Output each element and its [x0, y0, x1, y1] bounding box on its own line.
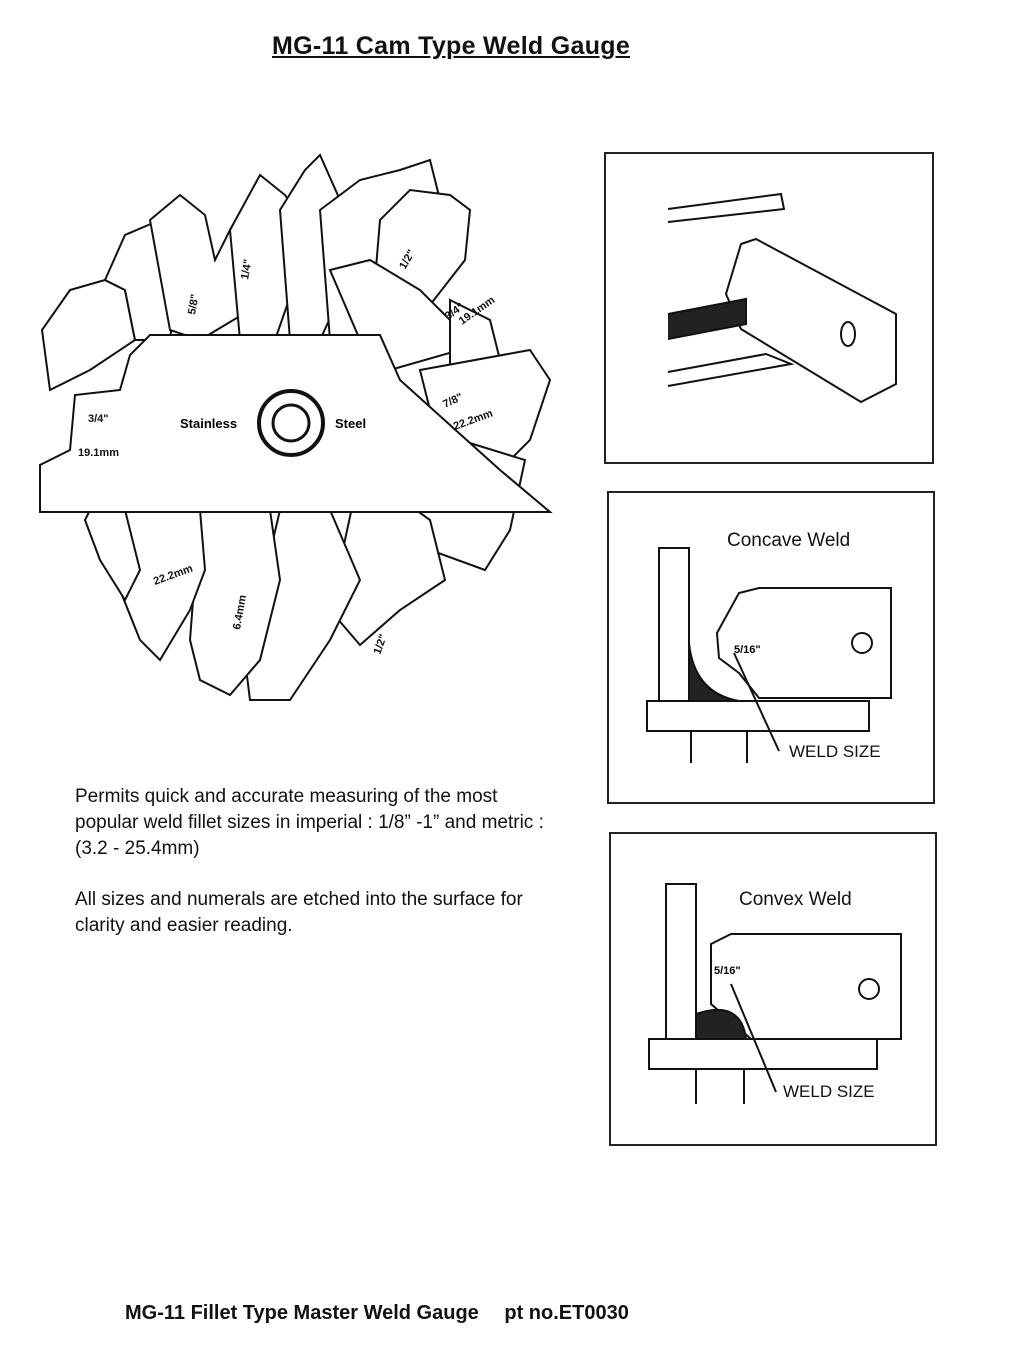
gauge-arm-hole: [840, 321, 856, 347]
concave-weld-bead: [688, 642, 740, 702]
convex-weld-title: Convex Weld: [739, 889, 852, 910]
dimension-arrow: [733, 652, 780, 752]
base-plate: [648, 1038, 878, 1070]
convex-gauge-mark: 5/16": [714, 965, 741, 977]
gauge-mark: 1/2": [372, 633, 390, 656]
gauge-mark: 5/8": [186, 293, 201, 315]
convex-weld-drawing: 5/16": [648, 883, 902, 1104]
concave-weld-title: Concave Weld: [727, 530, 851, 551]
gauge-blade: [188, 509, 282, 697]
concave-weld-panel: Concave Weld 5/16" WELD SIZE: [607, 491, 935, 804]
concave-weld-drawing: 5/16": [646, 547, 892, 763]
usage-illustration: [667, 192, 897, 404]
gauge-mark: 3/4": [88, 413, 109, 425]
gauge-arm: [724, 237, 897, 404]
cam-gauge-drawing: Stainless Steel 3/4" 19.1mm 1/2" 3/4" 19…: [39, 153, 553, 701]
footer: MG-11 Fillet Type Master Weld Gauge pt n…: [125, 1302, 629, 1325]
gauge-mark: 1/4": [239, 258, 254, 280]
description-paragraph-2: All sizes and numerals are etched into t…: [75, 887, 545, 939]
cam-gauge-illustration: Stainless Steel 3/4" 19.1mm 1/2" 3/4" 19…: [30, 140, 570, 730]
gauge-blade-hole: [851, 632, 873, 654]
convex-weld-size-label: WELD SIZE: [783, 1082, 875, 1101]
gauge-mark: 19.1mm: [78, 447, 119, 459]
concave-gauge-mark: 5/16": [734, 644, 761, 656]
description-paragraph-1: Permits quick and accurate measuring of …: [75, 784, 545, 862]
vertical-plate: [658, 547, 690, 704]
description-text-1: Permits quick and accurate measuring of …: [75, 786, 544, 859]
concave-weld-size-label: WELD SIZE: [789, 742, 881, 761]
convex-weld-panel: Convex Weld 5/16" WELD SIZE: [609, 832, 937, 1146]
gauge-hole-inner: [271, 403, 311, 443]
footer-part-number: pt no.ET0030: [504, 1302, 629, 1324]
page-title: MG-11 Cam Type Weld Gauge: [272, 32, 631, 60]
gauge-blade-outline: [710, 933, 902, 1040]
plate-top: [667, 192, 786, 223]
vertical-plate: [665, 883, 697, 1040]
footer-product-name: MG-11 Fillet Type Master Weld Gauge: [125, 1302, 479, 1324]
gauge-blade-hole: [858, 978, 880, 1000]
dimension-arrow: [730, 983, 777, 1093]
weld-bead: [667, 297, 747, 340]
gauge-word-steel: Steel: [335, 416, 366, 431]
gauge-word-stainless: Stainless: [180, 416, 237, 431]
convex-weld-bead: [695, 1009, 748, 1040]
gauge-mark: 6.4mm: [231, 594, 249, 631]
plate-bottom: [667, 352, 795, 387]
gauge-blade-outline: [715, 587, 892, 699]
gauge-blade: [40, 278, 137, 392]
description-text-2: All sizes and numerals are etched into t…: [75, 889, 523, 936]
usage-illustration-panel: [604, 152, 934, 464]
